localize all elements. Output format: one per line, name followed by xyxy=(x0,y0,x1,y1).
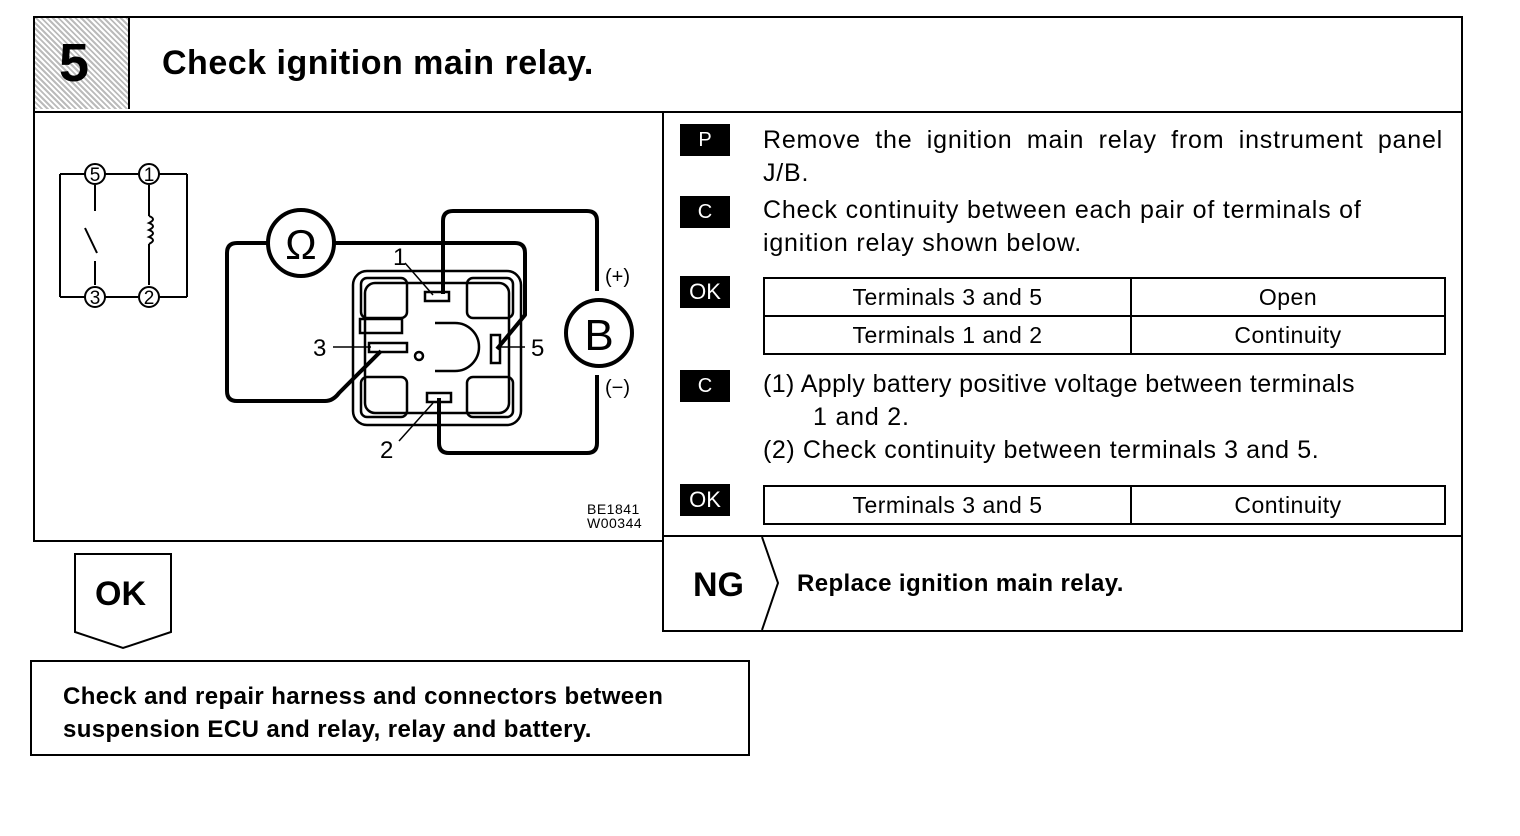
continuity-table-1: Terminals 3 and 5 Open Terminals 1 and 2… xyxy=(763,277,1446,355)
figure-code-2: W00344 xyxy=(587,515,643,531)
ng-action: Replace ignition main relay. xyxy=(797,570,1124,597)
badge-c-2: C xyxy=(680,370,730,402)
ohmmeter-symbol: Ω xyxy=(285,221,316,268)
table-cell: Terminals 3 and 5 xyxy=(763,277,1132,317)
table-row: Terminals 3 and 5 Continuity xyxy=(763,485,1446,525)
step-number-badge: 5 xyxy=(35,18,130,109)
table-cell: Terminals 3 and 5 xyxy=(763,485,1132,525)
table-cell: Terminals 1 and 2 xyxy=(763,315,1132,355)
ng-label: NG xyxy=(693,566,744,604)
battery-positive: (+) xyxy=(605,266,630,288)
instruction-check-3-5: (2) Check continuity between terminals 3… xyxy=(763,436,1320,464)
table-cell: Continuity xyxy=(1130,485,1446,525)
battery-icon xyxy=(564,298,634,368)
relay-terminal-2: 2 xyxy=(380,437,393,464)
relay-terminal-5: 5 xyxy=(531,335,544,362)
ok-action: Check and repair harness and connectors … xyxy=(63,683,664,743)
schematic-terminal-2: 2 xyxy=(144,288,155,309)
test-wires xyxy=(225,209,599,455)
terminal-leaders xyxy=(333,262,525,442)
ng-chevron xyxy=(761,537,780,630)
badge-p: P xyxy=(680,124,730,156)
battery-negative: (−) xyxy=(605,377,630,399)
table-cell: Open xyxy=(1130,277,1446,317)
header-box xyxy=(33,16,1463,113)
relay-figure: 5 1 3 2 Ω B (+) (−) 1 3 5 2 xyxy=(59,163,634,464)
table-row: Terminals 3 and 5 Open xyxy=(763,277,1446,317)
ok-arrow xyxy=(74,553,172,650)
schematic-terminal-3: 3 xyxy=(90,288,101,309)
instruction-check-continuity: Check continuity between each pair of te… xyxy=(763,196,1362,257)
continuity-table-2: Terminals 3 and 5 Continuity xyxy=(763,485,1446,525)
step-title: Check ignition main relay. xyxy=(162,44,594,82)
ok-action-box xyxy=(30,660,750,756)
instruction-apply-voltage: (1) Apply battery positive voltage betwe… xyxy=(763,370,1355,398)
badge-ok-2: OK xyxy=(680,484,730,516)
relay-terminal-3: 3 xyxy=(313,335,326,362)
ok-label: OK xyxy=(95,575,146,613)
schematic-terminal-1: 1 xyxy=(144,165,155,186)
badge-ok-1: OK xyxy=(680,276,730,308)
ohmmeter-icon xyxy=(266,208,336,278)
table-cell: Continuity xyxy=(1130,315,1446,355)
table-row: Terminals 1 and 2 Continuity xyxy=(763,315,1446,355)
relay-terminal-1: 1 xyxy=(393,244,406,271)
body-divider xyxy=(662,111,664,631)
instruction-apply-voltage-cont: 1 and 2. xyxy=(813,403,910,431)
figure-code-1: BE1841 xyxy=(587,501,640,517)
step-number: 5 xyxy=(59,33,90,93)
instruction-remove-relay: Remove the ignition main relay from inst… xyxy=(763,126,1443,187)
schematic-terminal-5: 5 xyxy=(90,165,101,186)
badge-c-1: C xyxy=(680,196,730,228)
battery-symbol: B xyxy=(584,311,613,360)
ng-box xyxy=(662,535,1463,632)
relay-schematic xyxy=(59,163,188,308)
